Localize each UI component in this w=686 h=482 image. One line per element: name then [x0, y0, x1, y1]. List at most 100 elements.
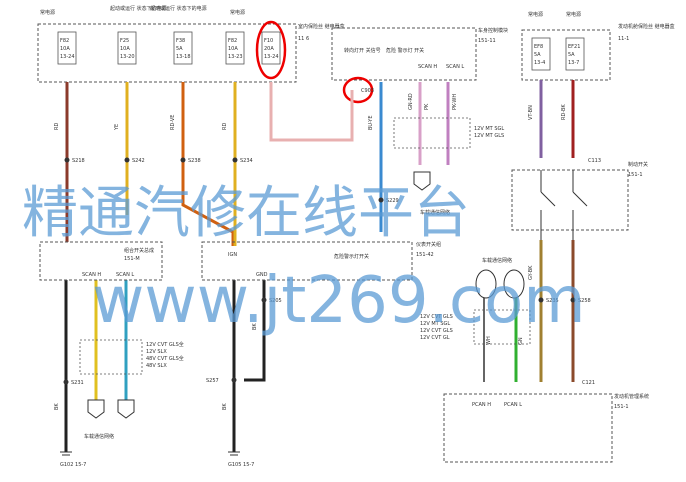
fuse-f82-a: F82 10A 13-24	[57, 31, 77, 65]
svg-text:5A: 5A	[176, 46, 183, 52]
svg-text:转向灯开 关信号: 转向灯开 关信号	[344, 47, 381, 54]
svg-text:组合开关总成: 组合开关总成	[124, 247, 154, 254]
svg-text:20A: 20A	[264, 46, 274, 52]
svg-text:10A: 10A	[120, 46, 130, 52]
engine-management-module: 发动机管理系统 151-1 PCAN H PCAN L C121	[443, 380, 649, 463]
svg-text:13-24: 13-24	[264, 54, 279, 60]
svg-text:F10: F10	[264, 38, 273, 44]
svg-text:S205: S205	[269, 298, 282, 304]
fuse-box-id: 11 6	[298, 36, 309, 42]
svg-text:车载通信网络: 车载通信网络	[482, 257, 512, 264]
svg-text:S258: S258	[578, 298, 591, 304]
svg-text:F38: F38	[176, 38, 185, 44]
svg-text:BK: BK	[252, 323, 258, 330]
svg-text:RD-VE: RD-VE	[170, 115, 176, 130]
svg-text:S235: S235	[546, 298, 559, 304]
svg-text:S242: S242	[132, 158, 145, 164]
svg-text:VT-BN: VT-BN	[528, 105, 534, 120]
grounds: G102 15-7 G105 15-7	[60, 451, 254, 468]
svg-text:BK: BK	[222, 403, 228, 410]
power-label-3: 起动或运行 状态下的电源	[150, 5, 207, 12]
svg-text:11-1: 11-1	[618, 36, 629, 42]
svg-text:SCAN L: SCAN L	[446, 64, 464, 70]
svg-text:S238: S238	[188, 158, 201, 164]
fuse-f82-b: F82 10A 13-23	[225, 31, 245, 65]
svg-text:S231: S231	[71, 380, 84, 386]
svg-text:13-24: 13-24	[60, 54, 75, 60]
svg-text:13-4: 13-4	[534, 60, 545, 66]
svg-text:发动机管理系统: 发动机管理系统	[614, 393, 649, 400]
svg-text:5A: 5A	[534, 52, 541, 58]
svg-text:151-11: 151-11	[478, 38, 496, 44]
fuse-f10: F10 20A 13-24	[261, 31, 281, 65]
fuse-box-label: 室内保险丝 继电器盒	[298, 23, 345, 30]
svg-text:13-18: 13-18	[176, 54, 191, 60]
svg-text:151-42: 151-42	[416, 252, 434, 258]
svg-text:GND: GND	[256, 272, 268, 278]
svg-text:常电源: 常电源	[528, 11, 543, 18]
combination-switch: 组合开关总成 151-M SCAN H SCAN L	[39, 241, 163, 281]
engine-fuse-box: 发动机舱保险丝 继电器盒 11-1 常电源 常电源 EF8 5A 13-4 EF…	[521, 11, 675, 81]
hazard-switch: 危险警示灯开关 仪表开关组 151-42 IGN GND	[201, 241, 441, 281]
svg-text:5A: 5A	[568, 52, 575, 58]
svg-text:EF8: EF8	[534, 44, 543, 50]
svg-text:EF21: EF21	[568, 44, 580, 50]
wires	[64, 80, 575, 452]
svg-text:S229: S229	[386, 198, 399, 204]
fuse-f25: F25 10A 13-20	[117, 31, 137, 65]
svg-text:F82: F82	[60, 38, 69, 44]
svg-text:车身控制模块: 车身控制模块	[478, 27, 508, 34]
svg-text:RD-BK: RD-BK	[561, 104, 567, 120]
svg-text:常电源: 常电源	[566, 11, 581, 18]
svg-text:IGN: IGN	[228, 252, 237, 258]
svg-text:GY-BK: GY-BK	[528, 265, 534, 280]
svg-text:10A: 10A	[60, 46, 70, 52]
wire-labels: RD YE RD-VE RD BU-YE GN-RD PK PK-WH VT-B…	[54, 93, 567, 410]
svg-text:PCAN L: PCAN L	[504, 402, 522, 408]
svg-text:C121: C121	[582, 380, 595, 386]
svg-text:10A: 10A	[228, 46, 238, 52]
connector-c903: C903	[361, 88, 374, 94]
power-label-4: 常电源	[230, 9, 245, 16]
watermark-line-1: 精通汽修在线平台	[22, 181, 470, 246]
svg-text:车载通信网络: 车载通信网络	[84, 433, 114, 440]
svg-text:13-7: 13-7	[568, 60, 579, 66]
svg-text:危险警示灯开关: 危险警示灯开关	[334, 253, 369, 260]
svg-text:G102 15-7: G102 15-7	[60, 462, 86, 468]
body-control-module: 车身控制模块 151-11 转向灯开 关信号 危险 警示灯 开关 SCAN H …	[331, 27, 508, 104]
svg-text:S257: S257	[206, 378, 219, 384]
svg-text:发动机舱保险丝 继电器盒: 发动机舱保险丝 继电器盒	[618, 23, 675, 30]
svg-text:13-20: 13-20	[120, 54, 135, 60]
fuse-f38: F38 5A 13-18	[173, 31, 193, 65]
brake-switch: 制动开关 151-1 C113	[511, 158, 648, 240]
svg-text:BK: BK	[54, 403, 60, 410]
svg-text:S234: S234	[240, 158, 253, 164]
svg-text:G105 15-7: G105 15-7	[228, 462, 254, 468]
svg-text:13-23: 13-23	[228, 54, 243, 60]
power-label-2: 起动或运行 状态下的电源	[110, 5, 167, 12]
svg-text:GN-RD: GN-RD	[408, 93, 414, 110]
watermark-line-2: www.jt269.com	[92, 264, 586, 338]
svg-text:SCAN H: SCAN H	[418, 64, 437, 70]
network-connectors: 车载通信网络 车载通信网络 车载通信网络	[84, 171, 525, 440]
svg-text:RD: RD	[54, 123, 60, 130]
svg-text:BU-YE: BU-YE	[368, 115, 374, 130]
svg-text:危险 警示灯 开关: 危险 警示灯 开关	[386, 47, 424, 54]
svg-text:仪表开关组: 仪表开关组	[416, 241, 441, 248]
svg-text:车载通信网络: 车载通信网络	[420, 209, 450, 216]
svg-text:151-1: 151-1	[628, 172, 643, 178]
svg-text:GN: GN	[518, 337, 524, 345]
svg-text:151-M: 151-M	[124, 256, 140, 262]
svg-text:SCAN L: SCAN L	[116, 272, 134, 278]
svg-text:WH: WH	[486, 336, 492, 345]
svg-text:151-1: 151-1	[614, 404, 629, 410]
highlight-circle-c903	[342, 76, 374, 104]
power-label-1: 常电源	[40, 9, 55, 16]
svg-text:YE: YE	[114, 124, 120, 131]
